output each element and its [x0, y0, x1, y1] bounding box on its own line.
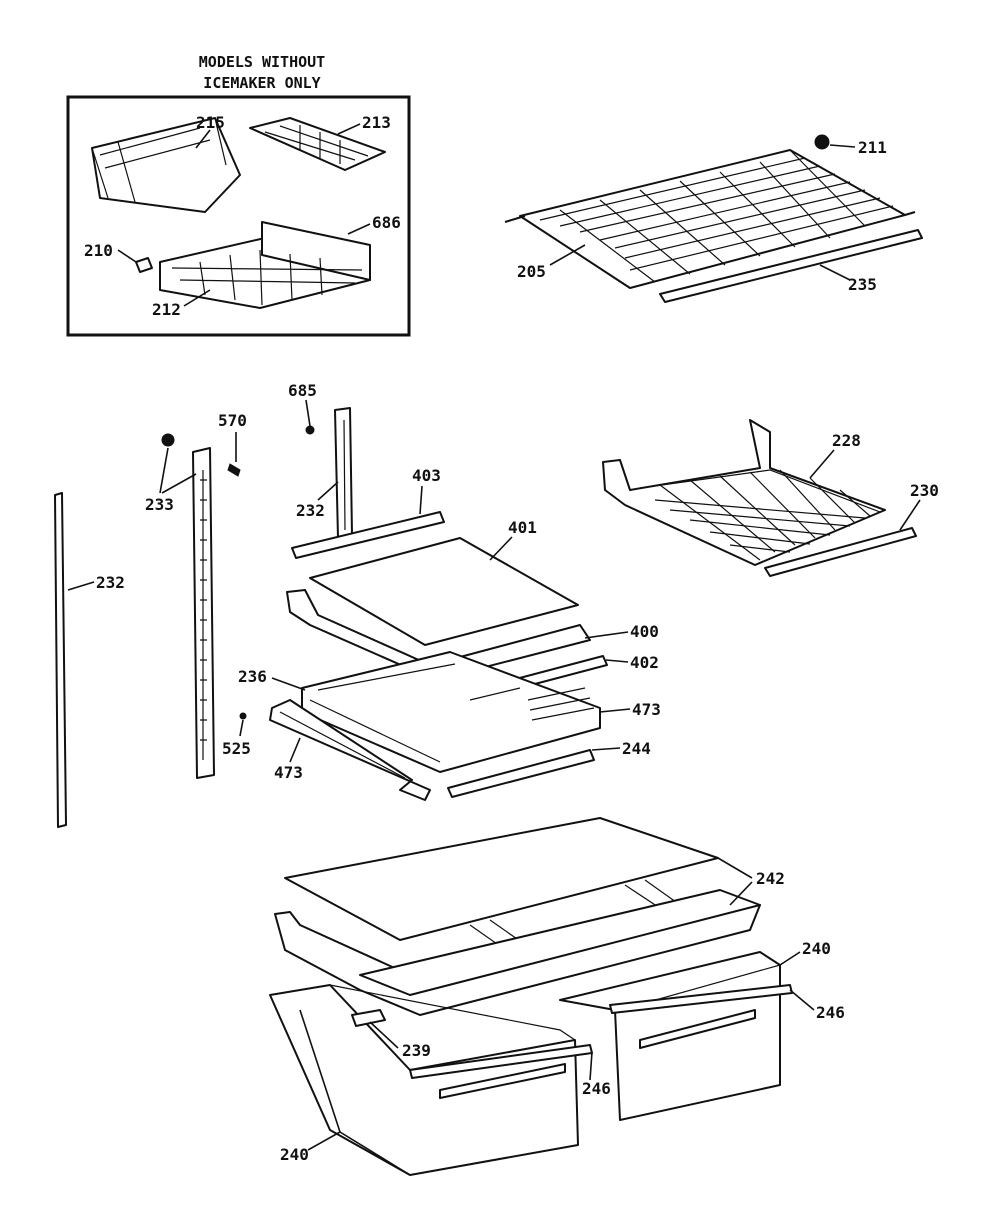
leader-686: [347, 223, 371, 235]
leader-685: [305, 399, 311, 427]
leader-402: [605, 659, 629, 663]
leader-211: [829, 144, 856, 148]
part-242-crisper-cover: [274, 817, 761, 1016]
part-230-shelf-rail: [764, 527, 917, 577]
leader-240-left-a: [307, 1131, 341, 1151]
leader-246-right: [789, 989, 815, 1011]
leader-232-upper: [317, 481, 339, 501]
label-230: 230: [910, 481, 939, 500]
leader-473-left: [289, 737, 301, 763]
leader-240-left-c: [339, 1131, 411, 1176]
label-244: 244: [622, 739, 651, 758]
label-401: 401: [508, 518, 537, 537]
label-403: 403: [412, 466, 441, 485]
leader-239: [369, 1021, 399, 1049]
part-240-left-drawer: [269, 984, 579, 1176]
leader-233-b: [161, 473, 197, 494]
inset-title-line1: MODELS WITHOUT: [199, 53, 325, 71]
label-228: 228: [832, 431, 861, 450]
part-212-686-tray: [159, 221, 371, 309]
label-213: 213: [362, 113, 391, 132]
label-686: 686: [372, 213, 401, 232]
part-235-shelf-rail: [659, 229, 923, 303]
part-685-screw: [305, 425, 315, 435]
label-211: 211: [858, 138, 887, 157]
label-235-top: 235: [848, 275, 877, 294]
part-570-screw: [227, 463, 241, 477]
label-205: 205: [517, 262, 546, 281]
label-240-left: 240: [280, 1145, 309, 1164]
part-525-screw: [239, 712, 247, 720]
leader-403: [419, 485, 423, 515]
label-212: 212: [152, 300, 181, 319]
leader-212: [183, 289, 211, 307]
label-215: 215: [196, 113, 225, 132]
label-236: 236: [238, 667, 267, 686]
icemaker-inset: MODELS WITHOUT ICEMAKER ONLY 215 213 686…: [66, 53, 411, 337]
leader-400: [584, 631, 629, 639]
leader-401: [489, 536, 513, 561]
label-473-left: 473: [274, 763, 303, 782]
leader-240-left-b: [299, 1009, 341, 1133]
label-400: 400: [630, 622, 659, 641]
label-232-left: 232: [96, 573, 125, 592]
part-210-clip: [135, 257, 153, 273]
part-228-wire-shelf: [602, 419, 886, 566]
part-205-wire-shelf: [504, 149, 916, 289]
leader-240-right: [779, 951, 801, 966]
label-246-left: 246: [582, 1079, 611, 1098]
leader-525: [239, 719, 244, 737]
leader-205: [549, 244, 586, 266]
leader-210: [117, 249, 137, 263]
part-246-right-handle: [609, 984, 793, 1014]
leader-244: [591, 747, 621, 751]
leader-473-right: [599, 708, 631, 713]
part-232-left-rail: [54, 492, 67, 828]
label-242: 242: [756, 869, 785, 888]
part-232-upper-rail: [334, 407, 353, 539]
label-570: 570: [218, 411, 247, 430]
label-240-right: 240: [802, 939, 831, 958]
part-239-slide: [351, 1009, 386, 1027]
part-403-shelf-trim: [291, 511, 445, 559]
part-211-cap: [814, 134, 830, 150]
part-233-screw: [161, 433, 175, 447]
leader-213: [337, 123, 361, 135]
leader-242-b: [729, 881, 753, 906]
leader-246-left: [589, 1051, 593, 1081]
part-213-ice-tray: [249, 117, 386, 171]
leader-242-a: [717, 857, 753, 879]
leader-215: [195, 129, 211, 149]
leader-228: [809, 449, 835, 479]
leader-236: [271, 677, 306, 691]
label-402: 402: [630, 653, 659, 672]
label-246-right: 246: [816, 1003, 845, 1022]
leader-232-left: [67, 581, 95, 591]
leader-233-a: [159, 447, 169, 494]
part-233-screw-rail: [192, 447, 215, 779]
label-685: 685: [288, 381, 317, 400]
inset-frame: [66, 95, 411, 337]
label-232-upper: 232: [296, 501, 325, 520]
label-233: 233: [145, 495, 174, 514]
leader-235-top: [819, 264, 851, 281]
label-525: 525: [222, 739, 251, 758]
part-244-pan-rail: [447, 749, 595, 798]
leader-230: [899, 499, 921, 531]
label-210: 210: [84, 241, 113, 260]
label-239: 239: [402, 1041, 431, 1060]
part-215-ice-bin: [91, 117, 241, 213]
part-400-shelf-frame: [286, 589, 591, 681]
part-473-left-slide: [269, 699, 431, 801]
inset-title-line2: ICEMAKER ONLY: [203, 74, 320, 92]
part-401-glass-shelf: [309, 537, 579, 646]
label-473-right: 473: [632, 700, 661, 719]
